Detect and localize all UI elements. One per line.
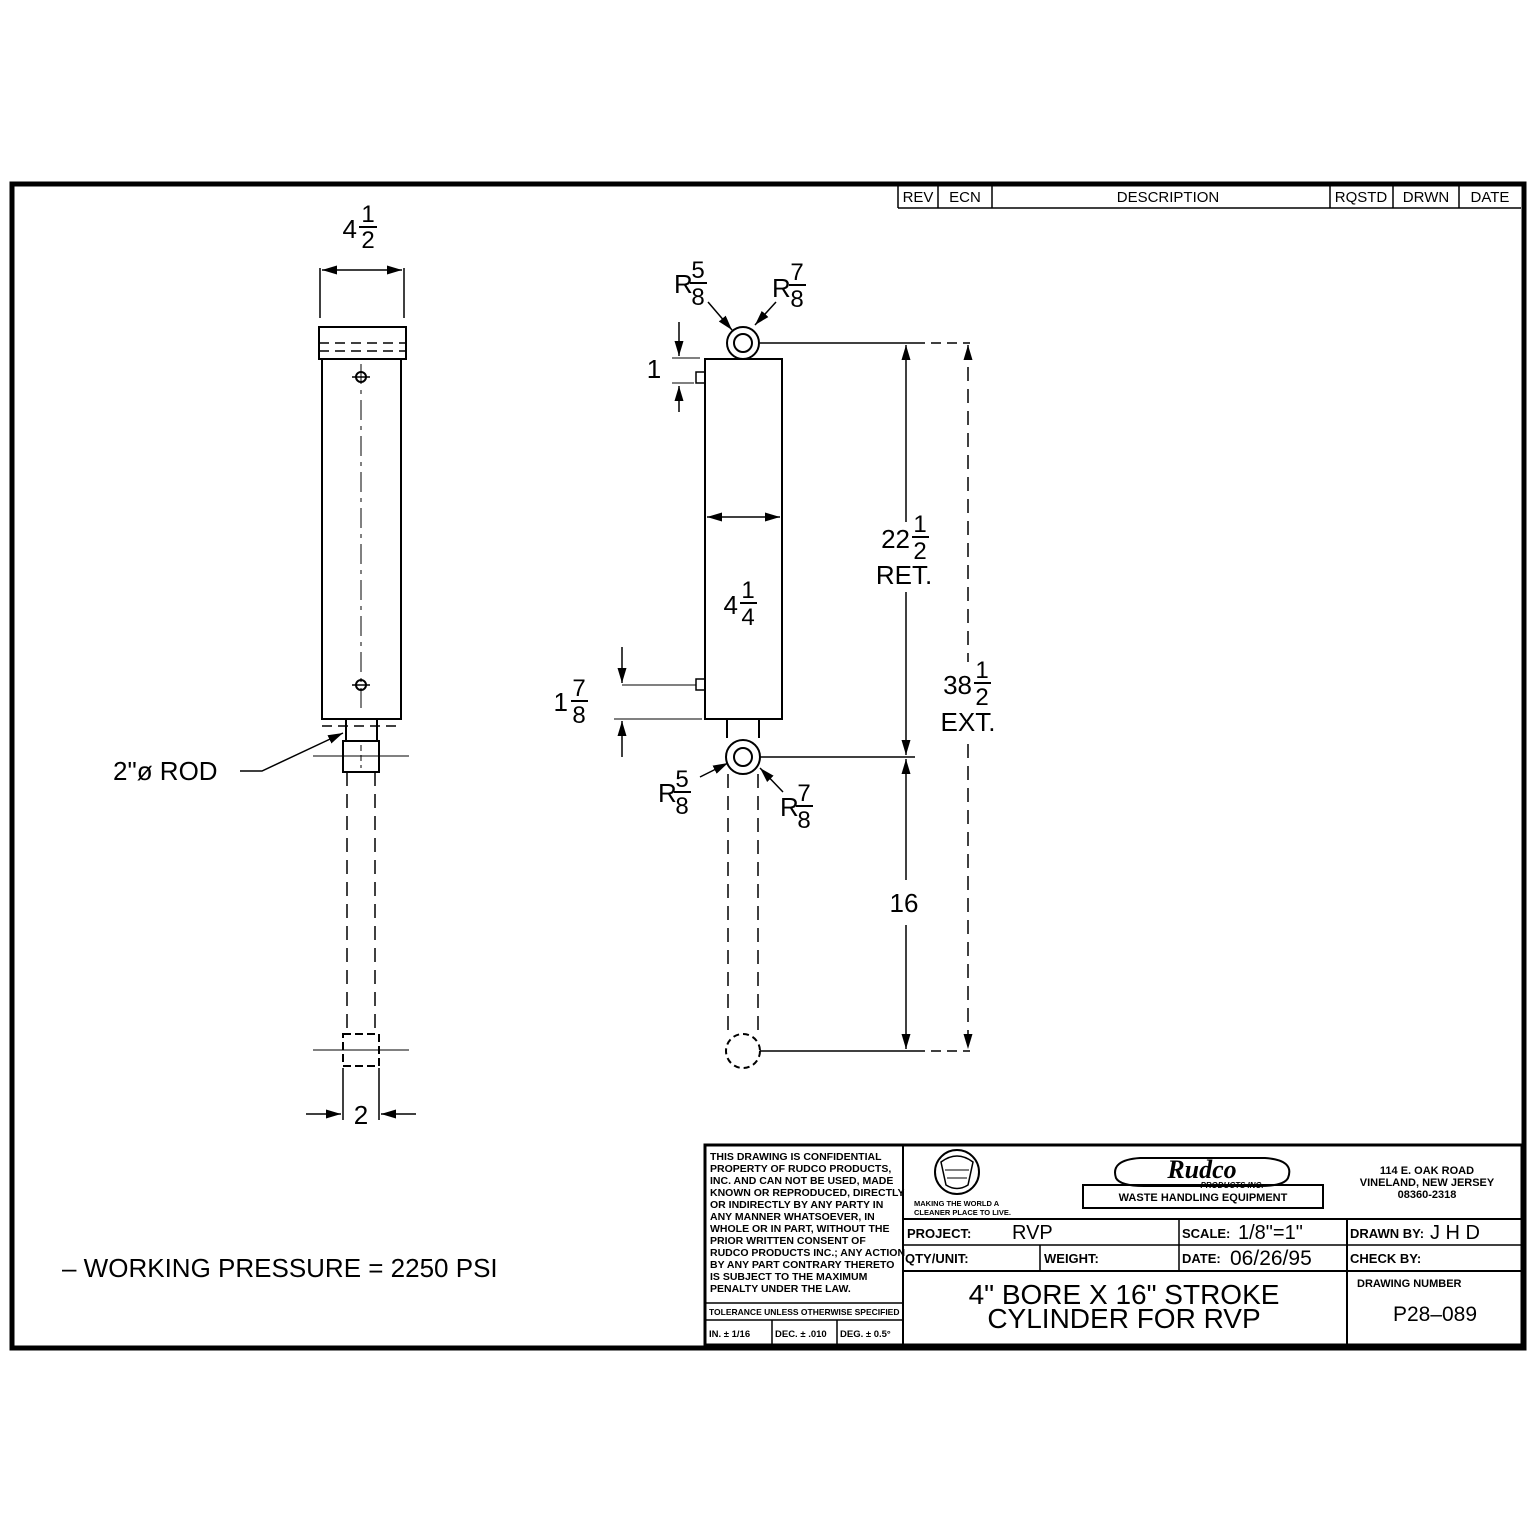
project-label: PROJECT:	[907, 1226, 971, 1241]
confidential-line: ANY MANNER WHATSOEVER, IN	[710, 1211, 875, 1223]
tolerance-dec: DEC. ± .010	[775, 1329, 827, 1340]
address-line1: 114 E. OAK ROAD	[1380, 1165, 1474, 1177]
radius-bottom-right-den: 8	[797, 807, 810, 834]
retracted-label: RET.	[876, 560, 932, 590]
left-bottom-dim: 2	[354, 1100, 368, 1130]
port-offset-bottom-whole: 1	[554, 687, 568, 717]
radius-top-left-den: 8	[691, 284, 704, 311]
slogan-line2: CLEANER PLACE TO LIVE.	[914, 1208, 1011, 1217]
retracted-den: 2	[913, 538, 926, 565]
rev-header: REV	[903, 189, 934, 206]
drawing-number-label: DRAWING NUMBER	[1357, 1278, 1462, 1290]
confidential-line: THIS DRAWING IS CONFIDENTIAL	[710, 1151, 882, 1163]
scale-value: 1/8"=1"	[1238, 1222, 1303, 1244]
tolerance-in: IN. ± 1/16	[709, 1329, 750, 1340]
confidential-line: WHOLE OR IN PART, WITHOUT THE	[710, 1223, 889, 1235]
bore-num: 1	[741, 577, 754, 604]
scale-label: SCALE:	[1182, 1226, 1230, 1241]
radius-bottom-left-prefix: R	[658, 778, 677, 808]
description-header: DESCRIPTION	[1117, 189, 1220, 206]
left-view	[240, 265, 416, 1120]
rod-label: 2"ø ROD	[113, 756, 218, 786]
radius-bottom-right-num: 7	[797, 780, 810, 807]
drawing-number: P28–089	[1393, 1303, 1477, 1326]
stroke-dim: 16	[890, 888, 919, 918]
rqstd-header: RQSTD	[1335, 189, 1388, 206]
tolerance-deg: DEG. ± 0.5°	[840, 1329, 891, 1340]
title-block	[703, 1143, 1524, 1347]
check-by-label: CHECK BY:	[1350, 1251, 1421, 1266]
confidential-line: INC. AND CAN NOT BE USED, MADE	[710, 1175, 893, 1187]
working-pressure-note: – WORKING PRESSURE = 2250 PSI	[62, 1253, 498, 1283]
title-line2: CYLINDER FOR RVP	[987, 1303, 1260, 1334]
right-view	[614, 301, 973, 1069]
retracted-num: 1	[913, 511, 926, 538]
brand-logo: Rudco	[1166, 1155, 1236, 1184]
radius-bottom-right-prefix: R	[780, 792, 799, 822]
confidential-line: OR INDIRECTLY BY ANY PARTY IN	[710, 1199, 883, 1211]
port-offset-top: 1	[647, 354, 661, 384]
qty-label: QTY/UNIT:	[905, 1251, 969, 1266]
date-header: DATE	[1471, 189, 1510, 206]
extended-label: EXT.	[941, 707, 996, 737]
radius-bottom-left-num: 5	[675, 766, 688, 793]
project-value: RVP	[1012, 1222, 1053, 1244]
radius-top-right-num: 7	[790, 259, 803, 286]
bore-whole: 4	[724, 590, 738, 620]
port-offset-bottom-den: 8	[572, 702, 585, 729]
confidential-line: IS SUBJECT TO THE MAXIMUM	[710, 1271, 868, 1283]
revision-table	[897, 186, 1521, 209]
confidential-line: PRIOR WRITTEN CONSENT OF	[710, 1235, 866, 1247]
confidential-line: BY ANY PART CONTRARY THERETO	[710, 1259, 894, 1271]
radius-top-left-num: 5	[691, 257, 704, 284]
left-width-num: 1	[361, 201, 374, 228]
radius-bottom-left-den: 8	[675, 793, 688, 820]
bore-den: 4	[741, 604, 754, 631]
radius-top-left-prefix: R	[674, 269, 693, 299]
brand-tagline: WASTE HANDLING EQUIPMENT	[1119, 1192, 1288, 1204]
title-line1: 4" BORE X 16" STROKE	[969, 1279, 1280, 1310]
address-line2: VINELAND, NEW JERSEY	[1360, 1177, 1495, 1189]
confidential-line: PROPERTY OF RUDCO PRODUCTS,	[710, 1163, 891, 1175]
brand-sub: PRODUCTS INC.	[1200, 1181, 1263, 1190]
extended-whole: 38	[943, 670, 972, 700]
address-line3: 08360-2318	[1398, 1189, 1457, 1201]
confidential-line: PENALTY UNDER THE LAW.	[710, 1283, 851, 1295]
port-offset-bottom-num: 7	[572, 675, 585, 702]
drwn-header: DRWN	[1403, 189, 1449, 206]
tolerance-header: TOLERANCE UNLESS OTHERWISE SPECIFIED	[709, 1307, 900, 1317]
date-label: DATE:	[1182, 1251, 1221, 1266]
drawn-by-label: DRAWN BY:	[1350, 1226, 1424, 1241]
left-width-whole: 4	[343, 214, 357, 244]
confidential-line: RUDCO PRODUCTS INC.; ANY ACTION	[710, 1247, 905, 1259]
retracted-whole: 22	[881, 524, 910, 554]
radius-top-right-prefix: R	[772, 273, 791, 303]
drawing-border	[9, 181, 1527, 1351]
confidential-line: KNOWN OR REPRODUCED, DIRECTLY	[710, 1187, 904, 1199]
slogan-line1: MAKING THE WORLD A	[914, 1199, 1000, 1208]
ecn-header: ECN	[949, 189, 981, 206]
drawn-by-value: J H D	[1430, 1222, 1480, 1244]
extended-den: 2	[975, 684, 988, 711]
weight-label: WEIGHT:	[1044, 1251, 1099, 1266]
radius-top-right-den: 8	[790, 286, 803, 313]
extended-num: 1	[975, 657, 988, 684]
date-value: 06/26/95	[1230, 1247, 1312, 1270]
left-width-den: 2	[361, 227, 374, 254]
